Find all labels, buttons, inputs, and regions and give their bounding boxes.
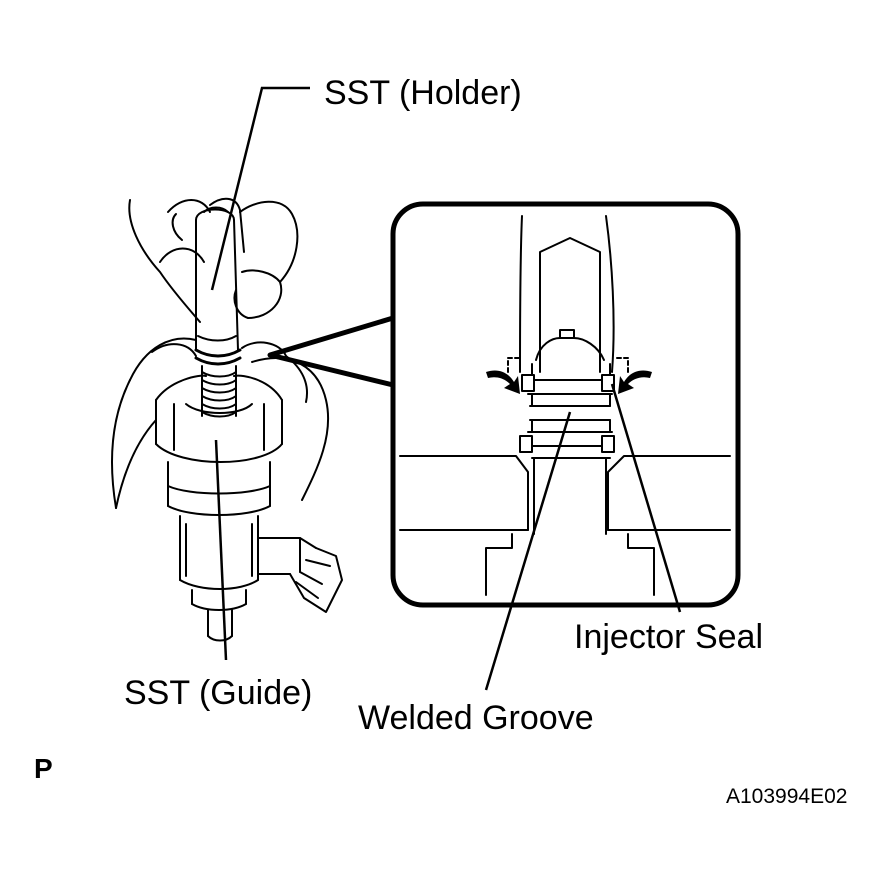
oring-band (194, 348, 242, 366)
dashed-markers (507, 357, 629, 373)
seal-markers (519, 374, 615, 453)
detail-contents (399, 215, 731, 596)
upper-hand (128, 197, 299, 323)
leader-lines (210, 86, 682, 691)
welded-groove-label: Welded Groove (358, 699, 594, 737)
injector-connector (257, 537, 343, 613)
detail-frame (390, 201, 741, 608)
holder-leader-line (210, 86, 310, 291)
push-arrows (486, 370, 652, 394)
injector-body (179, 515, 259, 590)
sst-holder-label: SST (Holder) (324, 74, 522, 112)
guide-upper-body (155, 374, 283, 463)
injector-nozzle (191, 589, 247, 642)
seal-leader-line (610, 383, 682, 613)
corrugated-section (201, 365, 237, 418)
injector-seal-label: Injector Seal (574, 618, 763, 656)
right-push-arrow (618, 370, 652, 394)
injector-assembly-illustration (111, 197, 343, 642)
figure-id: A103994E02 (726, 785, 847, 808)
detail-callout (267, 201, 741, 608)
sst-holder-tube (195, 206, 239, 351)
groove-leader-line (484, 411, 572, 691)
callout-wedge (267, 315, 396, 388)
guide-leader-line (214, 439, 228, 661)
left-push-arrow (486, 370, 520, 394)
corner-tag: P (34, 753, 53, 784)
sst-guide-label: SST (Guide) (124, 674, 312, 712)
